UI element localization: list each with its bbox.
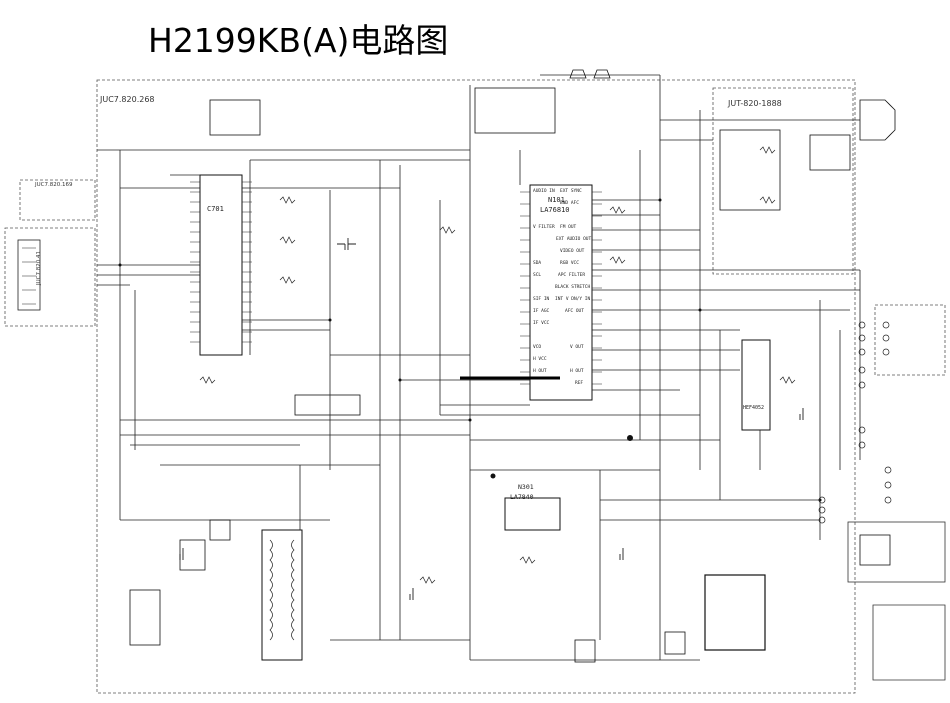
pin-n101-l9: H OUT [533,369,547,374]
ic-part-hef4052: HEF4052 [743,405,765,411]
power-transformer [261,529,303,661]
pin-n101-r6: APC FILTER [558,273,586,278]
page-title: H2199KB(A)电路图 [148,21,449,60]
pin-n101-r3: EXT AUDIO OUT [556,237,592,242]
pin-n101-l7: VCO [533,345,542,350]
ic-label-c701: C701 [207,205,224,213]
ic-part-n301: LA7840 [510,493,534,501]
board-label-main: JUC7.820.268 [100,95,155,104]
pin-n101-l0: AUDIO IN [533,189,555,194]
ic-part-n101: LA76810 [540,206,570,214]
ic-n101 [529,184,593,401]
pin-n101-r4: VIDEO OUT [560,249,585,254]
ic-label-n301: N301 [518,483,534,491]
pin-n101-r2: FM OUT [560,225,577,230]
pin-n101-l2: SDA [533,261,542,266]
pin-n101-r11: H OUT [570,369,584,374]
pin-n101-r9: AFC OUT [565,309,584,314]
board-label-small-left: JUC7.820.169 [35,182,73,188]
pin-n101-l8: H VCC [533,357,547,362]
board-label-left-vertical: JUC7.820.41 [36,251,42,285]
pin-n101-r12: REF [575,381,584,386]
main-board-outline [96,79,856,694]
left-board-outline [4,227,96,327]
ic-hef4052 [741,339,771,431]
ic-n301 [504,497,561,531]
pin-n101-r8: INT V DN/Y IN [555,297,591,302]
pin-n101-l6: IF VCC [533,321,550,326]
pin-n101-r10: V OUT [570,345,584,350]
pin-n101-l5: IF AGC [533,309,550,314]
ic-label-n101: N101 [548,196,565,204]
crt-board-outline [712,87,854,275]
flyback-transformer [704,574,766,651]
ic-c701 [199,174,243,356]
pin-n101-r5: RGB VCC [560,261,579,266]
pin-n101-l1: V FILTER [533,225,555,230]
pin-n101-r7: BLACK STRETCH [555,285,591,290]
pin-n101-l3: SCL [533,273,542,278]
pin-n101-l4: SIF IN [533,297,550,302]
pin-n101-r1: BND AFC [560,201,579,206]
board-label-crt: JUT-820-1888 [728,99,782,108]
pin-n101-r0: EXT SYNC [560,189,582,194]
